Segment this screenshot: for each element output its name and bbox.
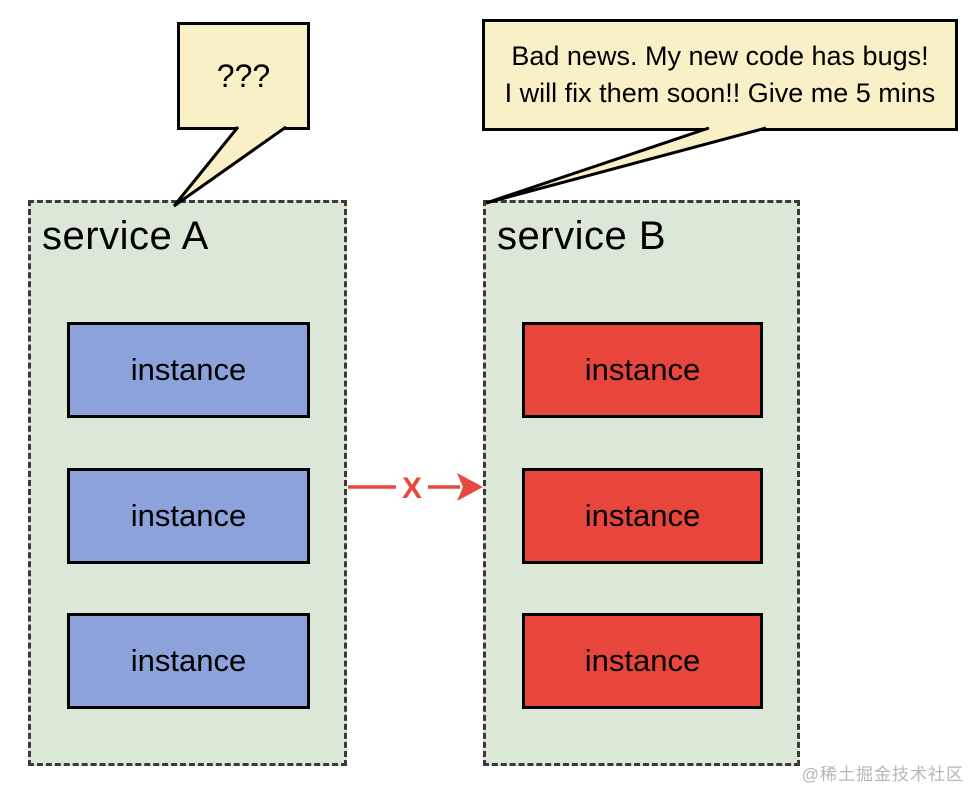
speech-bubble-message: Bad news. My new code has bugs! I will f… bbox=[482, 19, 958, 131]
service-a-instance-3: instance bbox=[67, 613, 310, 709]
speech-tail-question bbox=[172, 125, 287, 208]
instance-label: instance bbox=[584, 643, 701, 678]
service-b-instance-2: instance bbox=[522, 468, 763, 564]
instance-label: instance bbox=[130, 643, 247, 678]
arrow-head-icon bbox=[457, 473, 483, 501]
watermark: @稀土掘金技术社区 bbox=[801, 765, 964, 784]
service-a-title: service A bbox=[42, 214, 209, 258]
service-b-instance-3: instance bbox=[522, 613, 763, 709]
service-a-instance-2: instance bbox=[67, 468, 310, 564]
service-b-instance-1: instance bbox=[522, 322, 763, 418]
instance-label: instance bbox=[584, 498, 701, 533]
instance-label: instance bbox=[584, 352, 701, 387]
speech-bubble-question: ??? bbox=[177, 22, 310, 130]
speech-tail-message bbox=[485, 126, 767, 205]
instance-label: instance bbox=[130, 498, 247, 533]
message-line-2: I will fix them soon!! Give me 5 mins bbox=[504, 78, 936, 108]
service-b-title: service B bbox=[497, 214, 666, 258]
message-line-1: Bad news. My new code has bugs! bbox=[511, 41, 929, 71]
instance-label: instance bbox=[130, 352, 247, 387]
question-text: ??? bbox=[216, 57, 271, 94]
blocked-x-icon: X bbox=[402, 472, 422, 505]
service-a-instance-1: instance bbox=[67, 322, 310, 418]
